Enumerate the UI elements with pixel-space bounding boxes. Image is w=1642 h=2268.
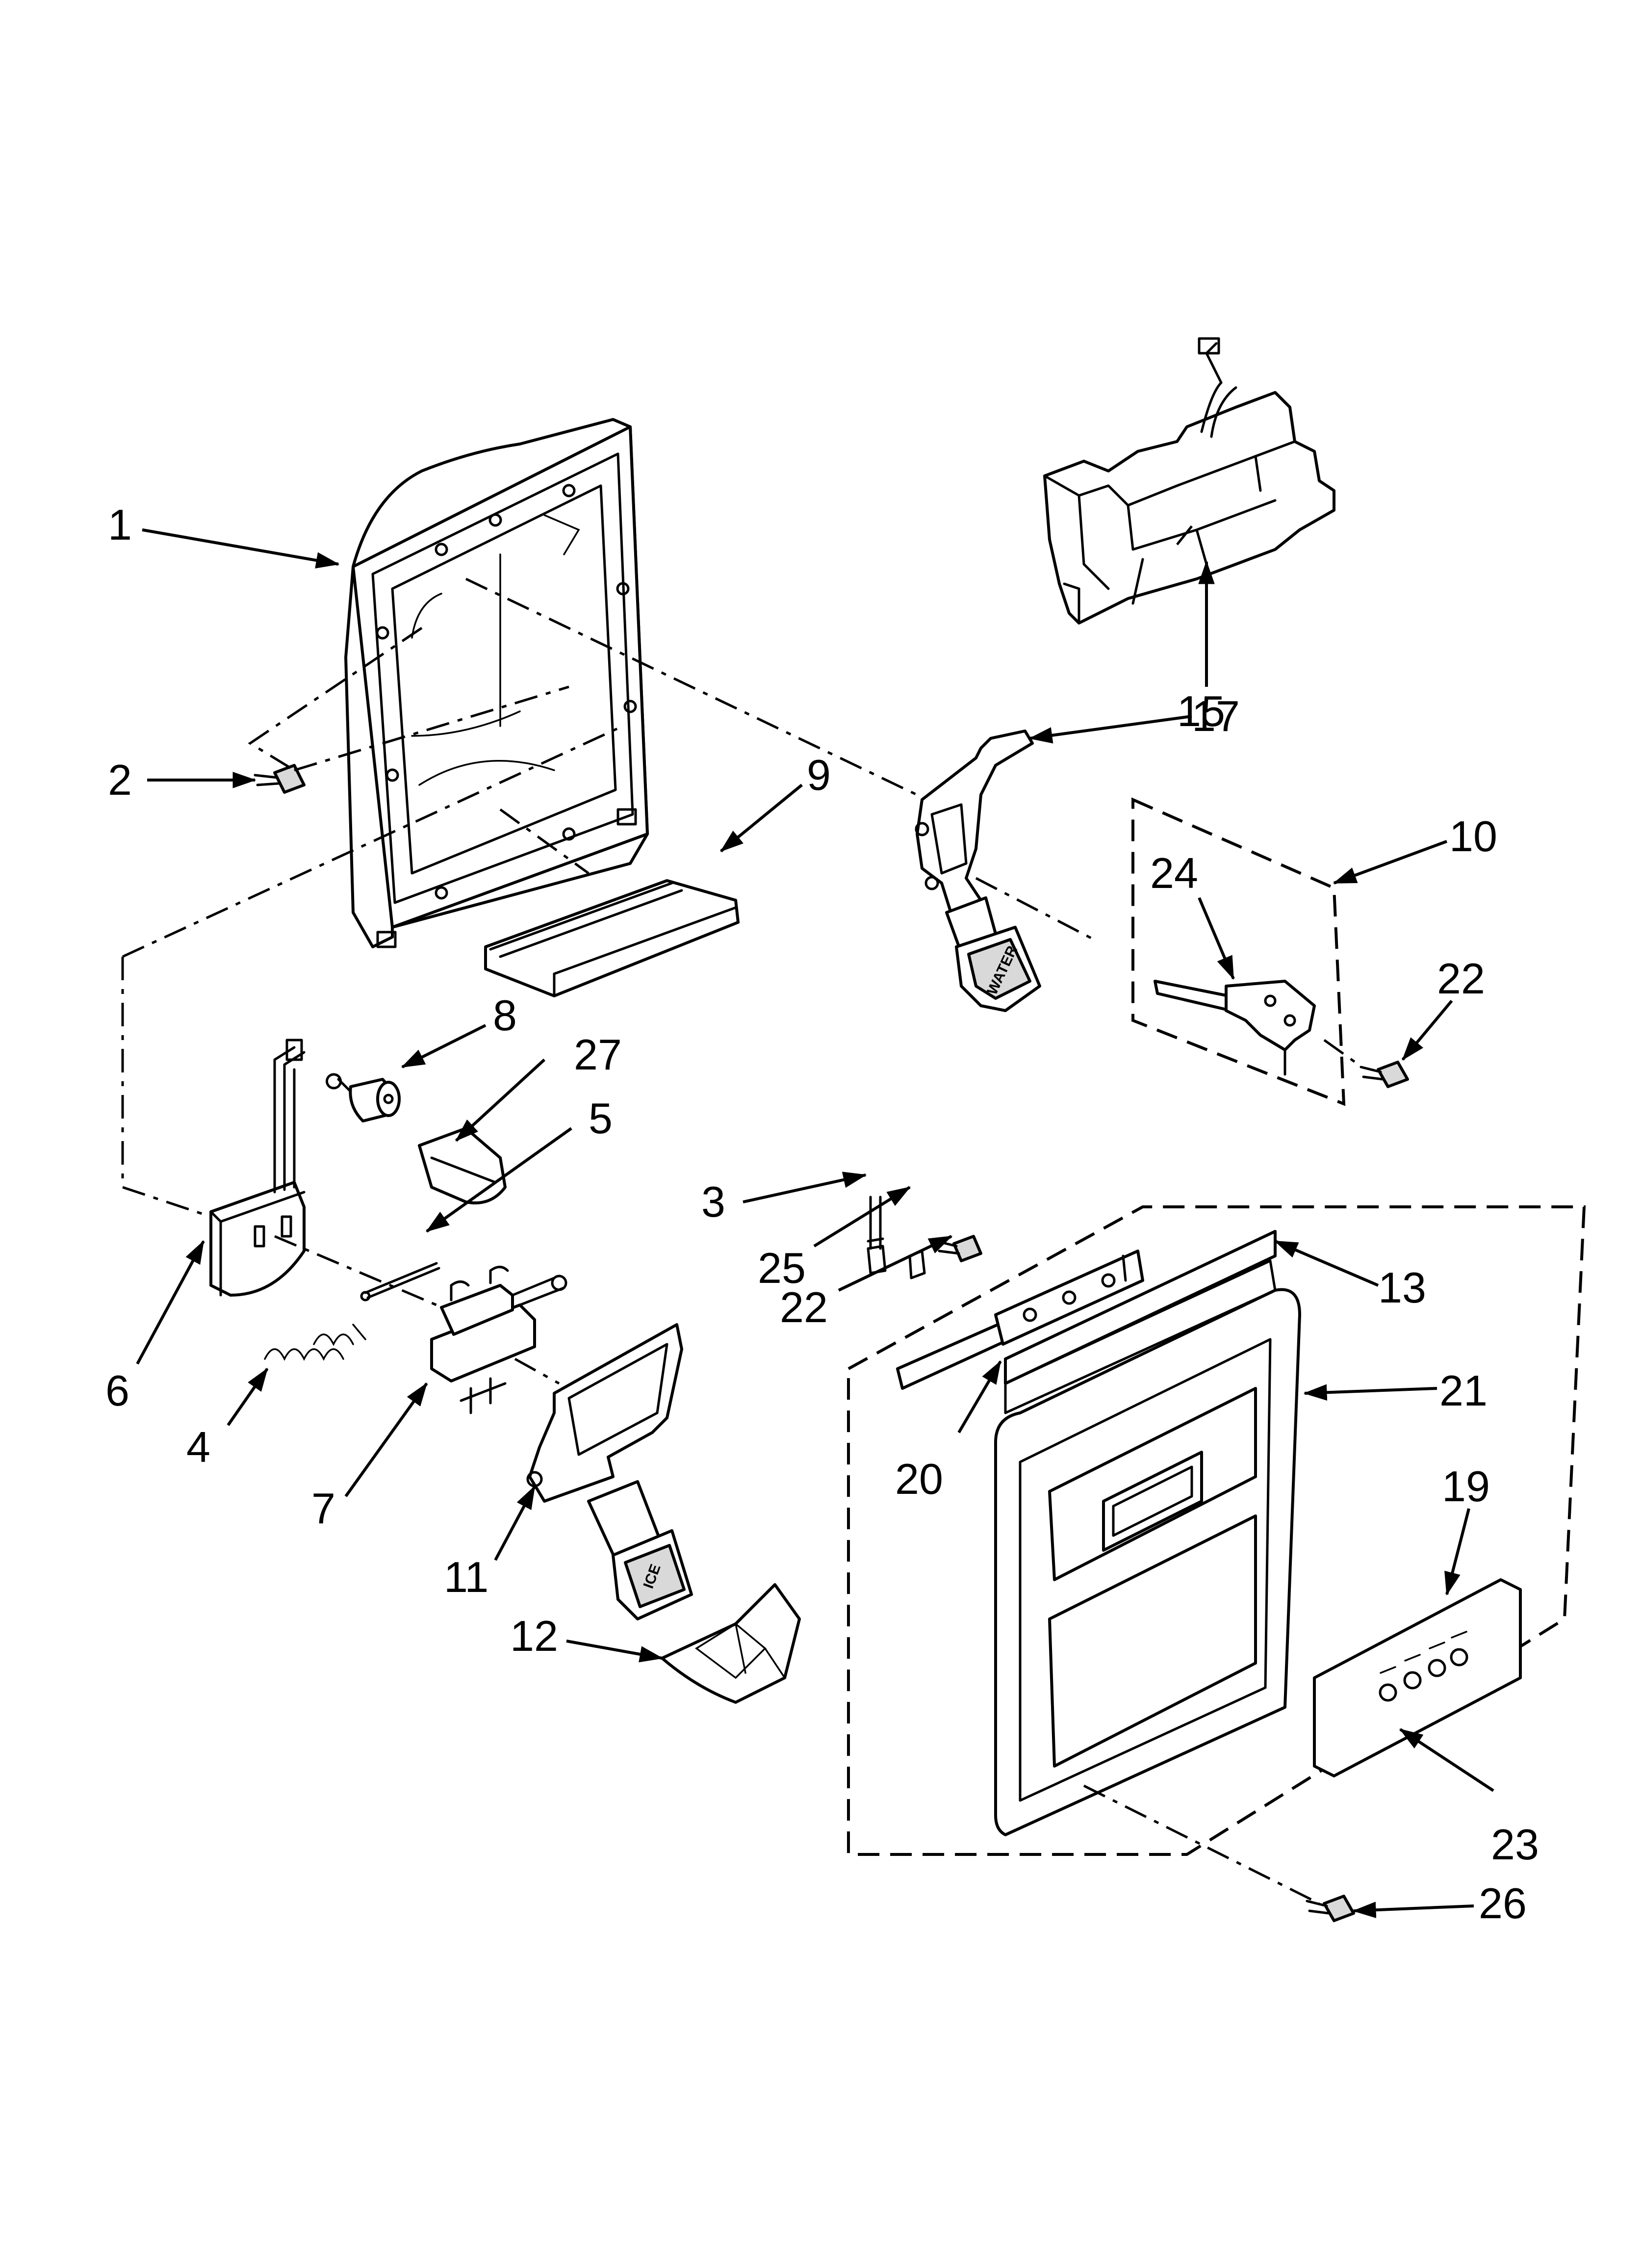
- solenoid-part: [326, 1073, 401, 1122]
- ice-funnel-part: [661, 1583, 801, 1704]
- callout-2: 2: [108, 756, 132, 804]
- callout-25: 25: [758, 1244, 806, 1292]
- ice-actuator-paddle-part: ICE: [526, 1323, 693, 1620]
- callout-20: 20: [895, 1455, 943, 1503]
- assembly-lines: [121, 519, 1360, 1905]
- spring-part: [264, 1324, 366, 1361]
- dispenser-front-housing-part: [994, 1259, 1301, 1836]
- actuator-switch-part: [209, 1039, 306, 1297]
- callout-1: 1: [108, 500, 132, 549]
- water-valve-lever-assembly: [1131, 797, 1346, 1106]
- control-module-part: [1043, 337, 1335, 625]
- callout-labels: 1 2 3 4 5 6 7 8 9 10 11 12 13 15 17 19 2…: [105, 500, 1539, 1928]
- callout-5: 5: [589, 1094, 613, 1143]
- solenoid-cover-part: [418, 1127, 507, 1204]
- callout-6: 6: [105, 1366, 129, 1415]
- callout-12: 12: [510, 1612, 558, 1660]
- callout-9: 9: [807, 751, 831, 799]
- callout-15: 15: [1177, 687, 1225, 735]
- callout-26: 26: [1479, 1879, 1527, 1928]
- callout-22-upper: 22: [1437, 954, 1485, 1003]
- switch-clip-parts: [867, 1196, 982, 1279]
- screw-part-26: [1306, 1895, 1355, 1922]
- callout-27: 27: [574, 1030, 622, 1079]
- water-actuator-paddle-part: WATER: [915, 730, 1041, 1012]
- screw-part-2: [254, 764, 306, 794]
- dispenser-front-assembly-outline: [847, 1205, 1586, 1856]
- callout-11: 11: [444, 1553, 488, 1601]
- control-panel-part: [1313, 1578, 1522, 1777]
- callout-19: 19: [1442, 1462, 1490, 1511]
- callout-8: 8: [493, 991, 517, 1040]
- circuit-board-part: [896, 1250, 1144, 1390]
- callout-24: 24: [1150, 849, 1198, 897]
- dispenser-housing-part: [344, 418, 649, 948]
- leader-lines: [136, 528, 1494, 1918]
- callout-17: 17: [1192, 692, 1240, 740]
- pivot-rod-part: [360, 1262, 440, 1302]
- callout-4: 4: [186, 1423, 210, 1471]
- callout-23: 23: [1491, 1820, 1539, 1869]
- lever-bracket-part: [430, 1266, 567, 1414]
- callout-3: 3: [701, 1177, 725, 1226]
- screw-part-22-upper: [1360, 1061, 1409, 1088]
- drip-tray-part: [484, 879, 740, 997]
- callout-10: 10: [1449, 812, 1497, 860]
- callout-7: 7: [311, 1484, 335, 1533]
- callout-22-mid: 22: [780, 1283, 828, 1331]
- callout-21: 21: [1439, 1366, 1488, 1415]
- callout-13: 13: [1378, 1263, 1426, 1312]
